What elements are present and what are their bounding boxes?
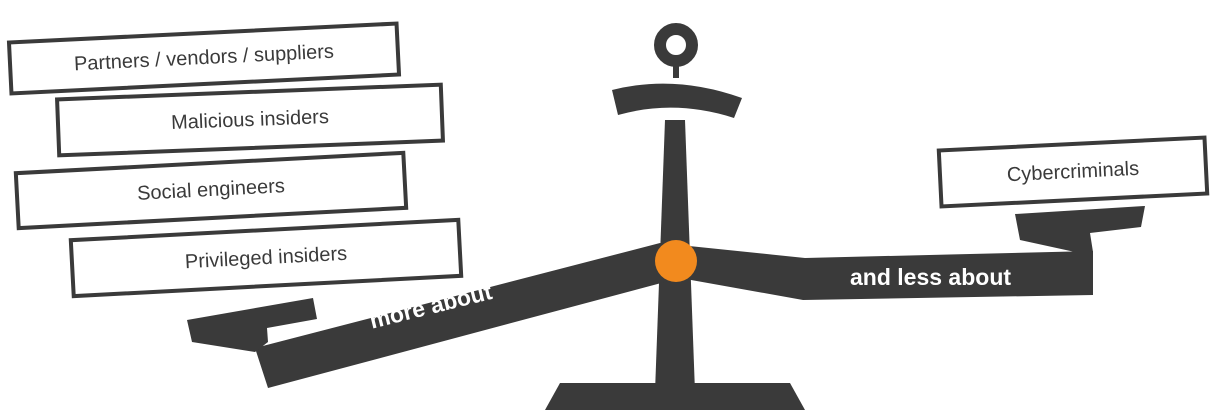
scale-top-ring [660, 29, 692, 61]
beam-label-less-about: and less about [850, 264, 1011, 291]
scale-top-stem [673, 58, 679, 78]
pivot-circle [655, 240, 697, 282]
right-pan [1015, 206, 1145, 252]
scale-top-arch [612, 84, 742, 118]
